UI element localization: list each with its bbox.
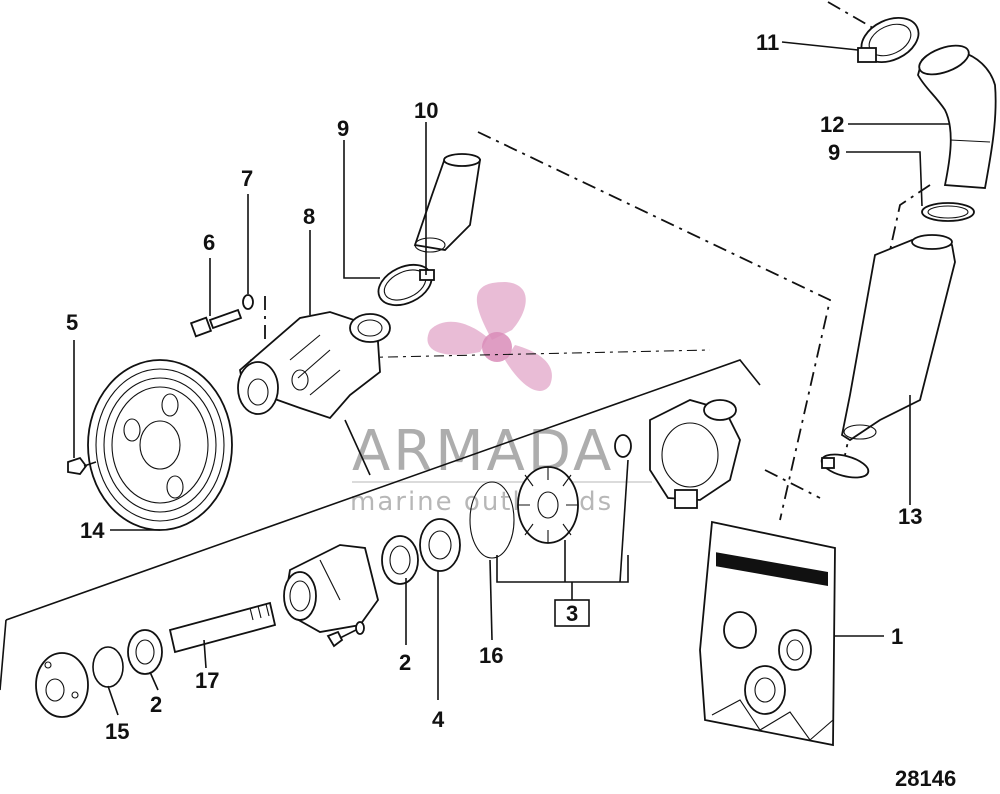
figure-number: 28146 <box>895 766 956 791</box>
callout-2-lower: 2 <box>150 692 162 717</box>
lock-washer[interactable] <box>242 294 254 310</box>
housing-bolt[interactable] <box>326 621 365 648</box>
drive-shaft[interactable] <box>168 601 277 654</box>
elbow-hose[interactable] <box>915 40 997 189</box>
callout-6: 6 <box>203 230 215 255</box>
callout-16: 16 <box>479 643 503 668</box>
callout-1: 1 <box>891 624 903 649</box>
callout-7: 7 <box>241 166 253 191</box>
callout-2-upper: 2 <box>399 650 411 675</box>
callout-17: 17 <box>195 668 219 693</box>
callout-9-right: 9 <box>828 140 840 165</box>
callout-12: 12 <box>820 112 844 137</box>
callout-15: 15 <box>105 719 129 744</box>
o-ring-small[interactable] <box>614 434 632 458</box>
hub-flange[interactable] <box>35 652 89 718</box>
muffler-cylinder[interactable] <box>840 234 956 442</box>
callout-4: 4 <box>432 707 445 732</box>
inlet-hose[interactable] <box>413 153 482 253</box>
pulley-bolt[interactable] <box>67 456 97 475</box>
service-kit-bag[interactable] <box>699 520 836 747</box>
drive-pulley[interactable] <box>87 359 233 531</box>
callout-14: 14 <box>80 518 105 543</box>
hose-clamp-mid[interactable] <box>921 202 975 222</box>
bearing-upper[interactable] <box>381 535 419 585</box>
callout-9-left: 9 <box>337 116 349 141</box>
callout-13: 13 <box>898 504 922 529</box>
hose-clamp-bottom[interactable] <box>819 450 871 482</box>
callout-11: 11 <box>756 30 779 55</box>
pump-body-exploded[interactable] <box>649 399 741 509</box>
callout-10: 10 <box>414 98 438 123</box>
seal[interactable] <box>419 518 461 572</box>
water-pump-housing[interactable] <box>237 311 391 420</box>
callout-3-bracket <box>496 540 629 627</box>
leader-lines <box>73 41 950 716</box>
callout-5: 5 <box>66 310 78 335</box>
callout-8: 8 <box>303 204 315 229</box>
subassembly-frame <box>0 359 761 691</box>
bearing-housing[interactable] <box>283 544 379 633</box>
callout-3: 3 <box>566 601 578 626</box>
bearing-lower[interactable] <box>127 629 163 675</box>
gasket[interactable] <box>469 481 515 559</box>
impeller[interactable] <box>517 466 579 544</box>
callout-labels: 1 2 2 3 4 5 6 7 8 9 9 10 11 12 13 14 15 … <box>66 30 956 791</box>
hose-clamp-lower[interactable] <box>372 257 438 313</box>
mounting-bolt[interactable] <box>189 308 243 338</box>
hose-clamp-top[interactable] <box>854 9 925 71</box>
retaining-ring[interactable] <box>92 646 124 688</box>
propeller-icon <box>427 282 552 391</box>
